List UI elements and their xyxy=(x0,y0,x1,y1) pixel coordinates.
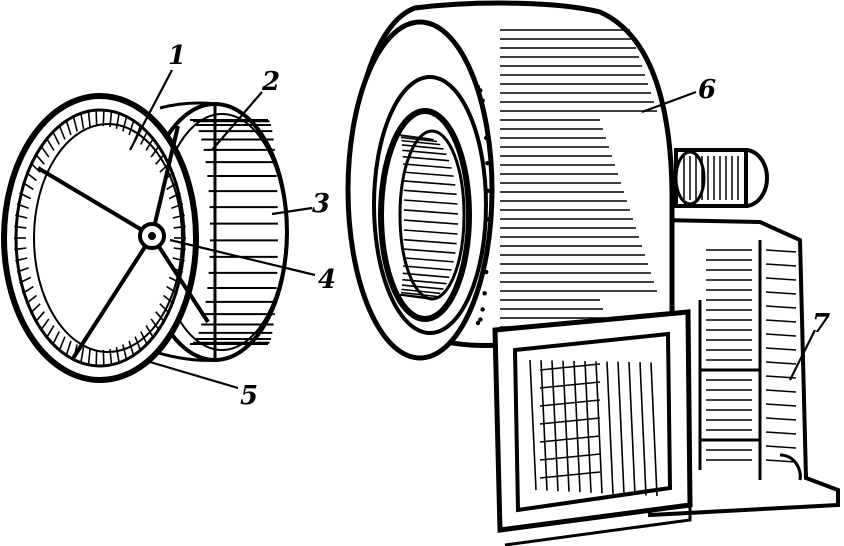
impeller-front-ring xyxy=(1,93,199,383)
outlet-duct xyxy=(492,309,693,546)
impeller-hub xyxy=(138,222,166,250)
callout-labels: 1 2 3 4 5 6 7 xyxy=(168,41,830,411)
impeller-spokes xyxy=(36,125,210,362)
spiral-casing xyxy=(345,0,675,361)
fan-unit xyxy=(345,0,840,546)
leader-lines xyxy=(129,69,816,390)
motor-frame xyxy=(648,217,840,518)
label-5: 5 xyxy=(240,381,258,411)
label-1: 1 xyxy=(168,41,186,71)
label-7: 7 xyxy=(812,309,830,339)
label-2: 2 xyxy=(261,67,280,97)
motor xyxy=(674,148,769,208)
impeller xyxy=(1,93,289,383)
impeller-blade-drum xyxy=(141,101,289,362)
label-4: 4 xyxy=(318,265,336,295)
label-3: 3 xyxy=(312,189,330,219)
label-6: 6 xyxy=(698,75,716,105)
